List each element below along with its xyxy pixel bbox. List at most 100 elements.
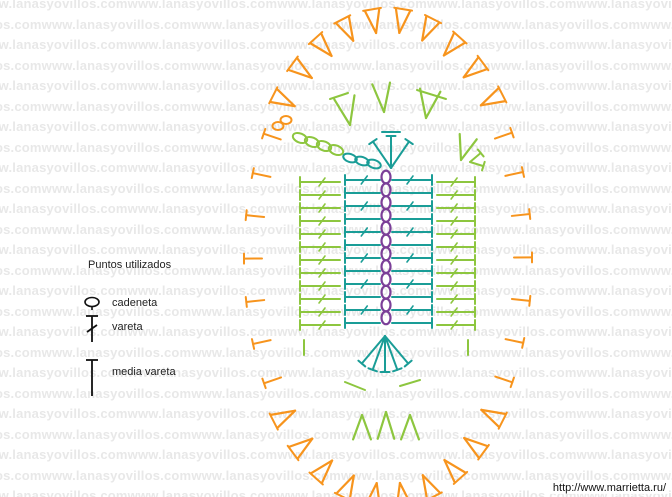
green-stitch-left [299,267,341,279]
green-shell-top-2 [371,81,392,114]
orange-stitch-side [242,252,264,265]
orange-shell [479,87,506,107]
round-1-purple [380,169,392,326]
teal-stitch-left [344,278,381,290]
orange-stitch-side [510,294,532,307]
chain-stitch [380,284,392,300]
green-shell-top-3 [418,87,442,120]
orange-shell [421,474,441,497]
chain-stitch [380,310,392,326]
chain-stitch [380,182,392,198]
watermark-line: www.lanasyovillos.comwww.lanasyovillos.c… [0,139,672,155]
green-shell-top-1 [333,94,356,127]
orange-shell [336,474,355,497]
teal-stitch-left [344,304,381,316]
watermark-line: www.lanasyovillos.comwww.lanasyovillos.c… [0,344,672,360]
green-stitch-right [436,267,476,279]
green-stitch-left [299,228,341,240]
teal-fan-top [368,135,414,169]
orange-stitch-side [504,337,526,349]
orange-stitch-side [250,167,272,179]
teal-stitch-left [344,174,381,186]
green-shell-bottom-3 [399,413,421,441]
orange-shell [269,88,296,108]
green-stitch-right [436,254,476,266]
orange-chain [271,121,285,131]
orange-shell [288,437,314,460]
chain-stitch [380,233,392,249]
orange-shell [394,8,412,35]
orange-shell [421,15,440,42]
orange-stitch-side [250,338,272,350]
green-stitch-left [299,189,341,201]
teal-stitch-left [344,200,381,212]
teal-stitch-right [391,174,433,186]
watermark-line: www.lanasyovillos.comwww.lanasyovillos.c… [0,160,672,175]
watermark-line: www.lanasyovillos.comwww.lanasyovillos.c… [0,37,672,52]
watermark-line: www.lanasyovillos.comwww.lanasyovillos.c… [0,57,672,73]
green-chain [303,135,321,149]
chain-stitch [380,271,392,287]
chain-stitch [380,169,392,185]
teal-stitch-left [344,239,381,251]
green-stitch-right [436,176,476,188]
orange-shell [442,32,466,57]
orange-stitch-side [261,376,283,390]
teal-chain [342,152,358,164]
green-stitch-left [299,241,341,253]
orange-stitch-side [244,209,266,222]
teal-stitch-right [391,187,433,199]
teal-stitch-left [344,265,381,277]
orange-shell [463,436,488,459]
teal-stitch-left [344,291,381,303]
green-stitch-left [299,319,341,331]
orange-shell [396,481,409,497]
source-credit: http://www.marrietta.ru/ [550,482,668,494]
green-shell-bottom-2 [376,410,396,440]
watermark-line: www.lanasyovillos.comwww.lanasyovillos.c… [0,119,672,134]
green-stitch-right [436,280,476,292]
green-stitch-right [436,319,476,331]
chain-stitch [380,297,392,313]
green-stitch-right [436,202,476,214]
orange-shell [270,409,297,429]
teal-stitch-left [344,317,381,329]
round-3-green [291,81,486,441]
teal-stitch-right [391,278,433,290]
teal-fan-bottom [357,335,413,373]
teal-stitch-right [391,265,433,277]
watermark-line: www.lanasyovillos.comwww.lanasyovillos.c… [0,78,672,93]
chain-stitch [380,220,392,236]
watermark-line: www.lanasyovillos.comwww.lanasyovillos.c… [0,324,672,339]
orange-shell [288,57,313,80]
green-chain [327,143,345,157]
teal-chain [354,155,370,167]
orange-shell [480,408,507,428]
round-2-teal [342,131,433,373]
green-chain [315,139,333,153]
watermark-line: www.lanasyovillos.comwww.lanasyovillos.c… [0,221,672,237]
orange-stitch-side [261,127,282,141]
watermark-line: www.lanasyovillos.comwww.lanasyovillos.c… [0,283,672,298]
chain-stitch [380,259,392,275]
watermark-line: www.lanasyovillos.comwww.lanasyovillos.c… [0,365,672,380]
watermark-line: www.lanasyovillos.comwww.lanasyovillos.c… [0,426,672,442]
teal-stitch-right [391,239,433,251]
green-shell-top-4 [458,132,478,162]
teal-stitch-left [344,213,381,225]
teal-stitch-left [344,252,381,264]
teal-stitch-right [391,304,433,316]
watermark-line: www.lanasyovillos.comwww.lanasyovillos.c… [0,385,672,401]
green-stitch-left [299,176,341,188]
teal-stitch-right [391,226,433,238]
green-stitch-left [299,215,341,227]
orange-shell [368,481,380,497]
watermark-line: www.lanasyovillos.comwww.lanasyovillos.c… [0,242,672,257]
orange-chain [279,115,293,125]
orange-shell [364,8,381,35]
chain-stitch [380,195,392,211]
orange-stitch-side [510,208,532,221]
teal-stitch-left [344,187,381,199]
